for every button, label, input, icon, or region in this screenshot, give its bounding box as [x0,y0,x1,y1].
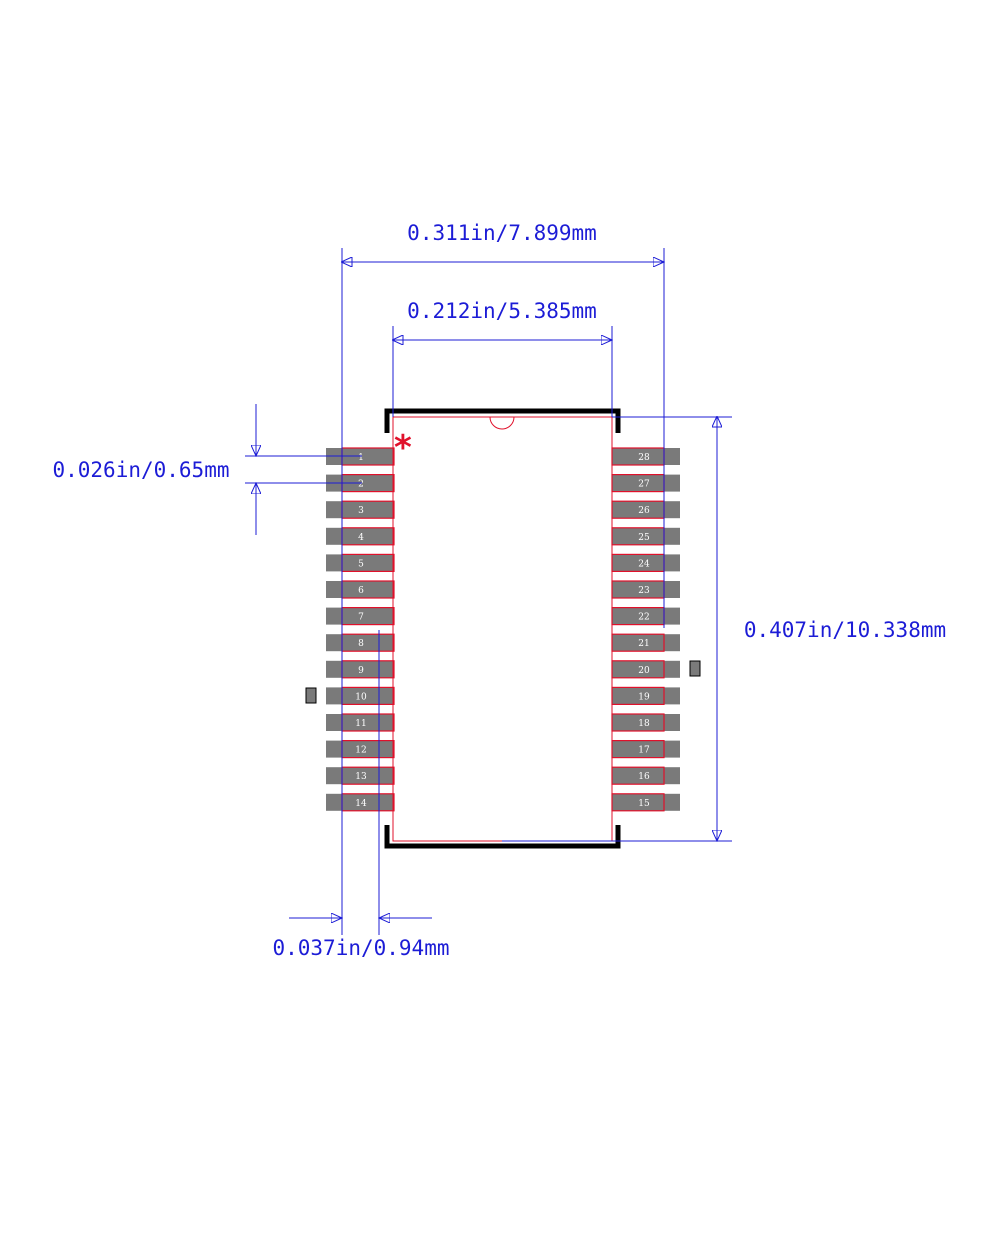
pad-26: 26 [611,500,680,519]
pad-19: 19 [611,686,680,706]
pin1-notch [489,416,515,430]
pad-17: 17 [611,739,680,759]
silkscreen-bottom [384,825,621,849]
pad-9: 9 [326,660,395,679]
pin-number-20: 20 [638,666,650,676]
pin-number-23: 23 [638,586,650,596]
pin-number-6: 6 [358,586,364,596]
pin-number-22: 22 [638,613,649,623]
body-width-label: 0.212in/5.385mm [407,299,597,323]
pin-number-13: 13 [355,772,367,782]
overall-width-label: 0.311in/7.899mm [407,221,597,245]
pad-11: 11 [326,713,395,732]
pad-28: 28 [611,447,680,466]
right-pad-row: 28 27 26 25 24 23 22 21 20 19 18 17 16 15 [611,447,680,812]
pin-number-9: 9 [358,666,364,676]
fiducial-right [689,660,701,677]
pin-number-2: 2 [358,480,364,490]
pad-13: 13 [326,766,395,785]
pad-25: 25 [611,527,680,546]
pad-20: 20 [611,660,680,679]
pin-number-16: 16 [638,772,650,782]
pad-21: 21 [611,633,680,652]
dimension-pad-length: 0.037in/0.94mm [272,630,450,960]
pad-27: 27 [611,474,680,493]
pad-18: 18 [611,713,680,732]
pin-number-14: 14 [355,799,367,809]
pin-number-15: 15 [638,799,650,809]
pin-number-10: 10 [355,692,367,702]
pin-number-8: 8 [358,639,364,649]
pin-number-27: 27 [638,480,650,490]
dimension-body-width: 0.212in/5.385mm [393,299,612,417]
pitch-label: 0.026in/0.65mm [52,458,229,482]
pin-number-24: 24 [638,559,650,569]
pad-7: 7 [326,606,395,626]
pad-length-label: 0.037in/0.94mm [272,936,449,960]
pad-10: 10 [326,686,395,706]
pad-12: 12 [326,739,395,759]
pad-15: 15 [611,793,680,812]
pad-5: 5 [326,553,395,573]
dimension-pitch: 0.026in/0.65mm [52,404,362,535]
pin-number-12: 12 [355,746,366,756]
pin-number-18: 18 [638,719,650,729]
pad-3: 3 [326,500,395,519]
pin-number-5: 5 [358,559,364,569]
pin-number-1: 1 [358,453,364,463]
pin1-marker: * [394,428,412,468]
fiducial-left [305,687,317,704]
body-length-label: 0.407in/10.338mm [744,618,946,642]
pad-23: 23 [611,580,680,599]
pin-number-25: 25 [638,533,650,543]
pin-number-17: 17 [638,746,650,756]
pin-number-7: 7 [358,613,364,623]
pad-14: 14 [326,793,395,812]
pad-4: 4 [326,527,395,546]
pad-16: 16 [611,766,680,785]
pad-8: 8 [326,633,395,652]
dimension-overall-width: 0.311in/7.899mm [342,221,664,935]
pin-number-21: 21 [638,639,649,649]
pin-number-4: 4 [358,533,364,543]
dimension-body-length: 0.407in/10.338mm [612,417,946,841]
silkscreen-top [384,408,621,433]
pad-22: 22 [611,606,680,626]
pad-24: 24 [611,553,680,573]
courtyard-outline [392,416,613,842]
pad-6: 6 [326,580,395,599]
pin-number-11: 11 [355,719,366,729]
pin-number-26: 26 [638,506,650,516]
pin-number-3: 3 [358,506,364,516]
pin-number-28: 28 [638,453,650,463]
pin-number-19: 19 [638,692,650,702]
